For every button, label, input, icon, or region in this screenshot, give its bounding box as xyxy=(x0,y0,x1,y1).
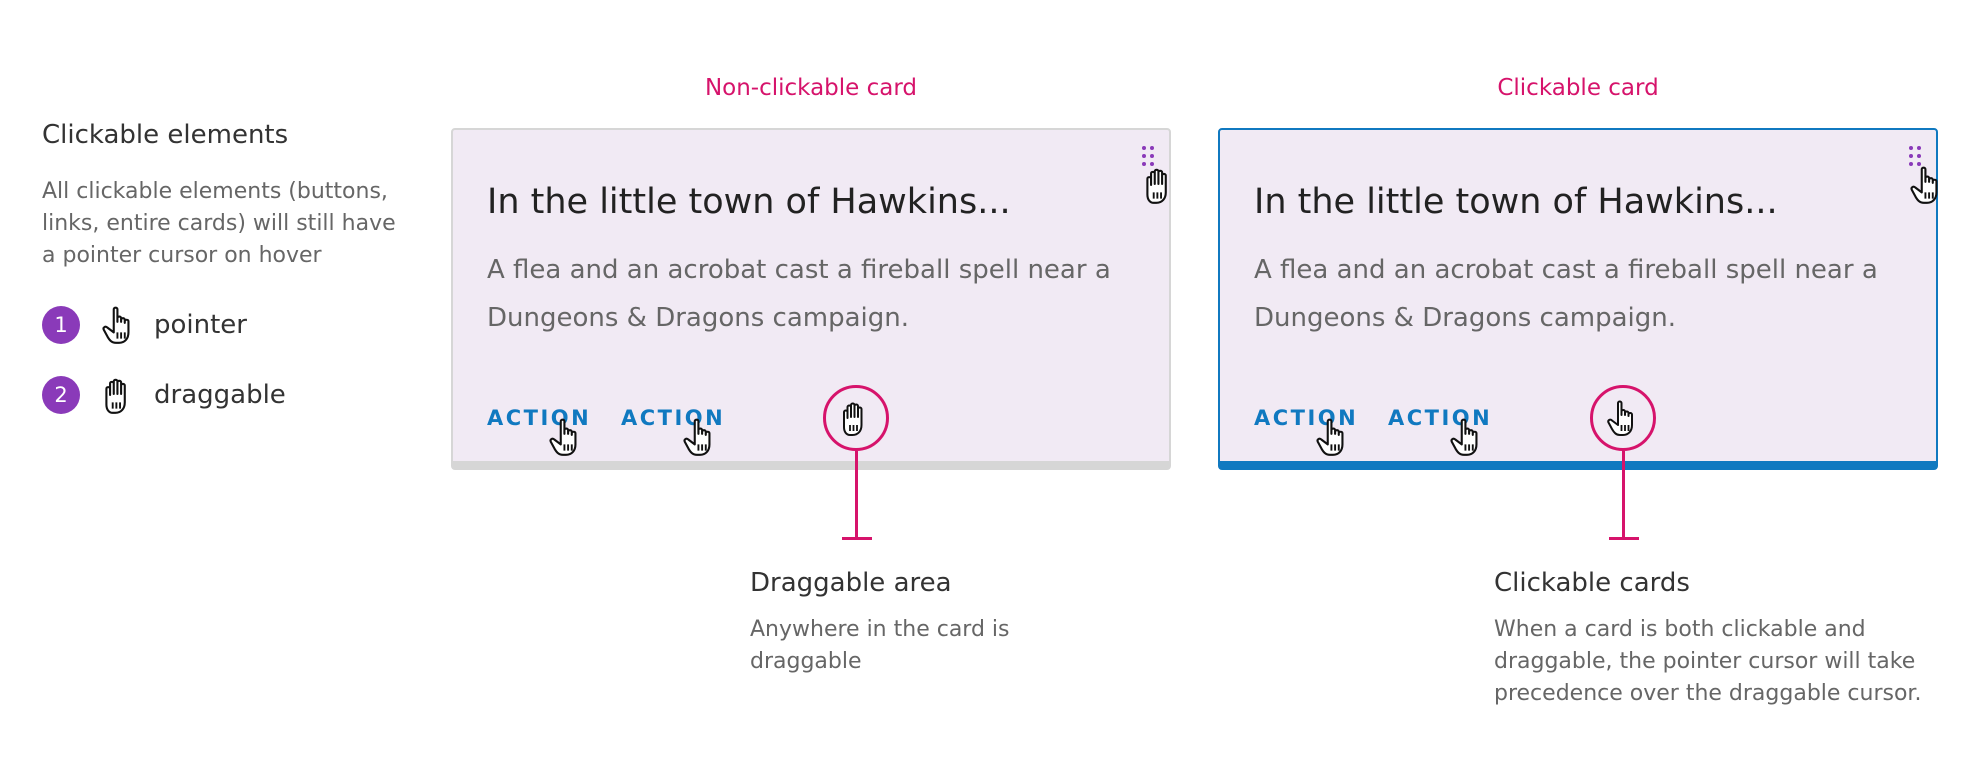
action-button[interactable]: ACTION xyxy=(1388,406,1493,430)
pointer-hand-icon xyxy=(1446,416,1488,458)
grab-hand-icon xyxy=(843,402,863,436)
callout-connector-foot xyxy=(842,537,872,540)
annotation-text-draggable: Anywhere in the card is draggable xyxy=(750,617,1010,674)
pointer-hand-icon xyxy=(1312,416,1354,458)
callout-connector-foot xyxy=(1609,537,1639,540)
pointer-hand-icon xyxy=(98,304,140,346)
card-body: A flea and an acrobat cast a fireball sp… xyxy=(487,255,1111,333)
pointer-hand-icon xyxy=(1906,164,1948,206)
legend-item-pointer: 1 pointer xyxy=(42,305,247,345)
section-label-clickable: Clickable card xyxy=(1497,75,1659,101)
annotation-title-clickable: Clickable cards xyxy=(1494,568,1690,598)
card-body: A flea and an acrobat cast a fireball sp… xyxy=(1254,255,1878,333)
draggable-area-callout xyxy=(823,385,889,451)
drag-handle-icon[interactable] xyxy=(1140,144,1156,170)
non-clickable-card[interactable]: In the little town of Hawkins... A flea … xyxy=(451,128,1171,470)
legend-number-badge: 2 xyxy=(42,376,80,414)
clickable-cards-callout xyxy=(1590,385,1656,451)
card-title: In the little town of Hawkins... xyxy=(1254,182,1778,222)
pointer-hand-icon xyxy=(679,416,721,458)
clickable-card[interactable]: In the little town of Hawkins... A flea … xyxy=(1218,128,1938,470)
annotation-title-draggable: Draggable area xyxy=(750,568,952,598)
action-button[interactable]: ACTION xyxy=(621,406,726,430)
pointer-hand-icon xyxy=(1607,400,1633,436)
legend-label-draggable: draggable xyxy=(154,380,286,410)
section-label-non-clickable: Non-clickable card xyxy=(704,75,918,101)
legend-label-pointer: pointer xyxy=(154,310,247,340)
card-title: In the little town of Hawkins... xyxy=(487,182,1011,222)
callout-connector xyxy=(1622,451,1625,538)
legend-description: All clickable elements (buttons, links, … xyxy=(42,179,396,268)
annotation-text-clickable: When a card is both clickable and dragga… xyxy=(1494,617,1922,706)
legend-item-draggable: 2 draggable xyxy=(42,375,286,415)
callout-connector xyxy=(855,451,858,538)
legend-title: Clickable elements xyxy=(42,120,289,150)
grab-hand-icon xyxy=(98,374,140,416)
grab-hand-icon xyxy=(1139,164,1181,206)
drag-handle-icon[interactable] xyxy=(1907,144,1923,170)
action-button[interactable]: ACTION xyxy=(487,406,592,430)
legend-number-badge: 1 xyxy=(42,306,80,344)
action-button[interactable]: ACTION xyxy=(1254,406,1359,430)
pointer-hand-icon xyxy=(545,416,587,458)
